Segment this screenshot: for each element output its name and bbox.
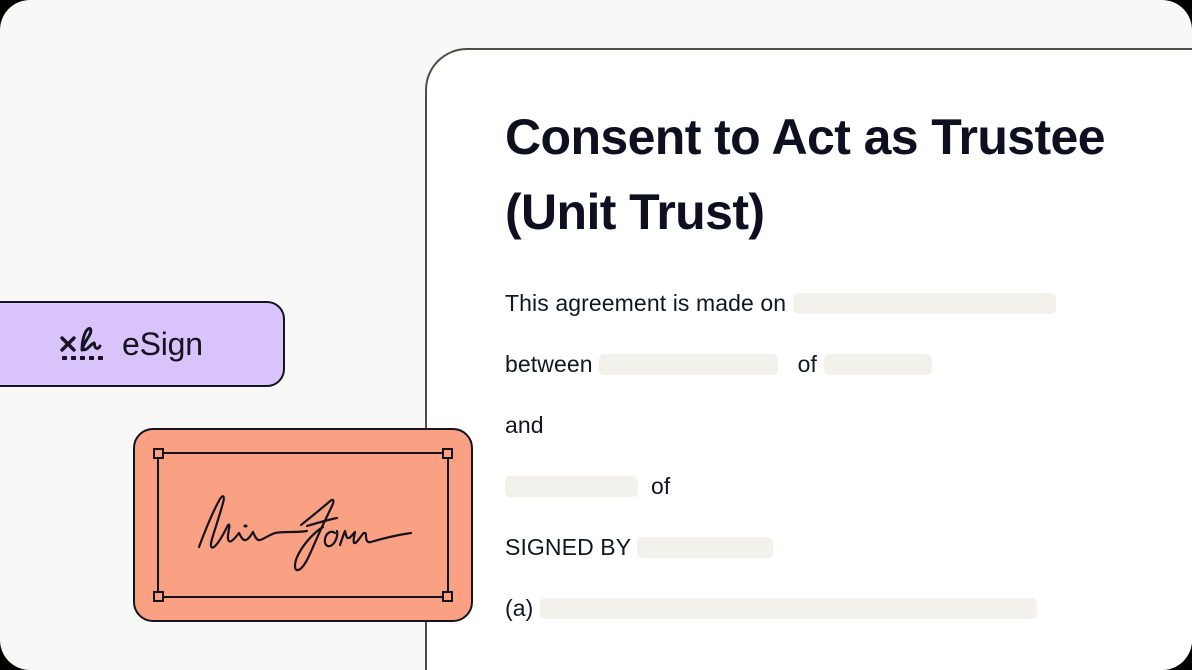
handwritten-signature	[185, 485, 425, 585]
resize-handle-bottom-right[interactable]	[442, 591, 453, 602]
blank-field[interactable]	[637, 536, 774, 558]
document-line-and: and	[505, 412, 1192, 438]
signature-card[interactable]	[133, 428, 473, 622]
blank-field[interactable]	[599, 353, 779, 375]
document-line-second-party: of	[505, 473, 1192, 499]
blank-field[interactable]	[505, 475, 638, 497]
document-line-clause-a: (a)	[505, 595, 1192, 621]
document-line-between-party: between of	[505, 351, 1192, 377]
resize-handle-top-left[interactable]	[153, 448, 164, 459]
esign-button-label: eSign	[122, 325, 203, 362]
document-body: This agreement is made on between of and…	[505, 290, 1192, 621]
document-line-agreement-date: This agreement is made on	[505, 290, 1192, 316]
line-text: (a)	[505, 594, 540, 621]
document-title: Consent to Act as Trustee (Unit Trust)	[505, 109, 1106, 240]
esign-button[interactable]: eSign	[0, 301, 285, 387]
document-panel: Consent to Act as Trustee (Unit Trust) T…	[425, 48, 1192, 670]
selection-bounding-box	[153, 448, 453, 602]
resize-handle-bottom-left[interactable]	[153, 591, 164, 602]
line-text: of	[638, 472, 671, 499]
blank-field[interactable]	[823, 353, 932, 375]
blank-field[interactable]	[539, 597, 1037, 619]
line-text: of	[778, 350, 824, 377]
signature-x-icon	[58, 322, 104, 367]
line-text: SIGNED BY	[505, 533, 638, 560]
line-text: and	[505, 411, 544, 438]
line-text: This agreement is made on	[505, 289, 793, 316]
document-line-signed-by: SIGNED BY	[505, 534, 1192, 560]
line-text: between	[505, 350, 600, 377]
resize-handle-top-right[interactable]	[442, 448, 453, 459]
blank-field[interactable]	[792, 292, 1056, 314]
document-content: Consent to Act as Trustee (Unit Trust) T…	[505, 100, 1192, 670]
